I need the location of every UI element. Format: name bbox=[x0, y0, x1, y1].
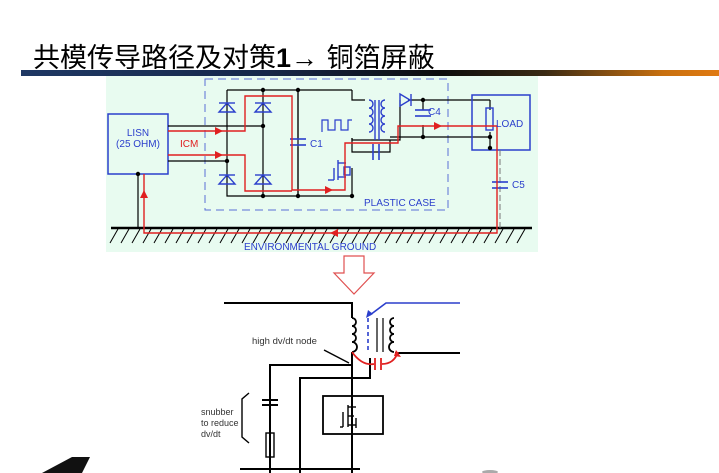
c5-label: C5 bbox=[512, 180, 525, 191]
node-pointer bbox=[323, 349, 350, 364]
hatch-line bbox=[450, 228, 460, 244]
hatch-line bbox=[406, 228, 416, 244]
graduation-cap-icon bbox=[42, 457, 90, 473]
hatch-line bbox=[417, 228, 427, 244]
parasitic-arrow-icon bbox=[394, 350, 401, 357]
current-arrows bbox=[140, 122, 442, 237]
hatch-line bbox=[494, 228, 504, 244]
hatch-line bbox=[340, 228, 350, 244]
common-mode-current-path bbox=[143, 95, 498, 234]
bottom-wires bbox=[224, 302, 460, 473]
transformer bbox=[368, 99, 386, 140]
parasitic-path-left bbox=[351, 351, 375, 366]
pulse-waveform-icon bbox=[321, 119, 352, 132]
hatch-line bbox=[351, 228, 361, 244]
lisn-label-line1: LISN bbox=[127, 128, 149, 139]
hatch-line bbox=[241, 228, 251, 244]
ground-label: ENVIRONMENTAL GROUND bbox=[244, 242, 376, 253]
hatch-line bbox=[175, 228, 185, 244]
hatch-line bbox=[472, 228, 482, 244]
hatch-line bbox=[197, 228, 207, 244]
capacitor-snubber bbox=[372, 144, 380, 160]
transformer-windings bbox=[351, 317, 395, 353]
snubber-capacitor bbox=[262, 399, 278, 406]
c1-label: C1 bbox=[310, 139, 323, 150]
hatch-line bbox=[505, 228, 515, 244]
circuit-background bbox=[106, 76, 538, 252]
shield-arrow-icon bbox=[366, 310, 373, 318]
hatch-line bbox=[395, 228, 405, 244]
decorative-ornament bbox=[482, 470, 498, 473]
title-number: 1 bbox=[276, 43, 292, 73]
black-wires bbox=[111, 89, 532, 230]
hatch-line bbox=[439, 228, 449, 244]
bottom-circuit-diagram: high dv/dt node snubber to reduce dv/dt bbox=[201, 302, 460, 473]
hatch-line bbox=[362, 228, 372, 244]
ground-hatching bbox=[109, 228, 526, 244]
junction-dots bbox=[135, 87, 493, 199]
title-prefix: 共模传导路径及对策 bbox=[33, 43, 276, 74]
hatch-line bbox=[252, 228, 262, 244]
title-suffix: 铜箔屏蔽 bbox=[318, 43, 435, 74]
hatch-line bbox=[131, 228, 141, 244]
hatch-line bbox=[461, 228, 471, 244]
bottom-mosfet bbox=[340, 405, 357, 428]
load-label: LOAD bbox=[496, 119, 523, 130]
hatch-line bbox=[230, 228, 240, 244]
top-circuit-diagram: LISN (25 OHM) ICM C1 C4 LOAD C5 PLASTIC … bbox=[106, 76, 538, 253]
hatch-line bbox=[483, 228, 493, 244]
header-divider-bar bbox=[21, 70, 719, 76]
bridge-diodes bbox=[217, 101, 273, 185]
snubber-bracket bbox=[241, 392, 250, 444]
lisn-label-line2: (25 OHM) bbox=[116, 139, 160, 150]
load-box bbox=[471, 94, 531, 151]
snubber-label-line3: dv/dt bbox=[201, 429, 221, 439]
hatch-line bbox=[142, 228, 152, 244]
hatch-line bbox=[307, 228, 317, 244]
capacitor-c4 bbox=[415, 109, 431, 117]
icm-label: ICM bbox=[180, 139, 198, 150]
output-diode bbox=[399, 92, 412, 108]
plastic-case-label: PLASTIC CASE bbox=[364, 198, 436, 209]
hatch-line bbox=[186, 228, 196, 244]
snubber-label-line1: snubber bbox=[201, 407, 234, 417]
capacitor-c5 bbox=[492, 181, 508, 189]
hatch-line bbox=[120, 228, 130, 244]
hatch-line bbox=[285, 228, 295, 244]
parasitic-capacitor bbox=[374, 358, 382, 370]
hatch-line bbox=[219, 228, 229, 244]
hatch-line bbox=[164, 228, 174, 244]
plastic-case-outline bbox=[204, 78, 449, 211]
hatch-line bbox=[208, 228, 218, 244]
hatch-line bbox=[109, 228, 119, 244]
slide-title: 共模传导路径及对策1→ 铜箔屏蔽 bbox=[33, 36, 435, 75]
hatch-line bbox=[428, 228, 438, 244]
shield-connection bbox=[369, 302, 460, 316]
hatch-line bbox=[153, 228, 163, 244]
hatch-line bbox=[318, 228, 328, 244]
title-arrow: → bbox=[291, 43, 319, 73]
high-dvdt-node-label: high dv/dt node bbox=[252, 336, 317, 347]
snubber-label-line2: to reduce bbox=[201, 418, 239, 428]
hatch-line bbox=[373, 228, 383, 244]
c4-label: C4 bbox=[428, 107, 441, 118]
hatch-line bbox=[296, 228, 306, 244]
down-arrow-icon bbox=[332, 255, 376, 295]
hatch-line bbox=[384, 228, 394, 244]
hatch-line bbox=[263, 228, 273, 244]
load-resistor bbox=[485, 107, 494, 131]
hatch-line bbox=[274, 228, 284, 244]
hatch-line bbox=[516, 228, 526, 244]
